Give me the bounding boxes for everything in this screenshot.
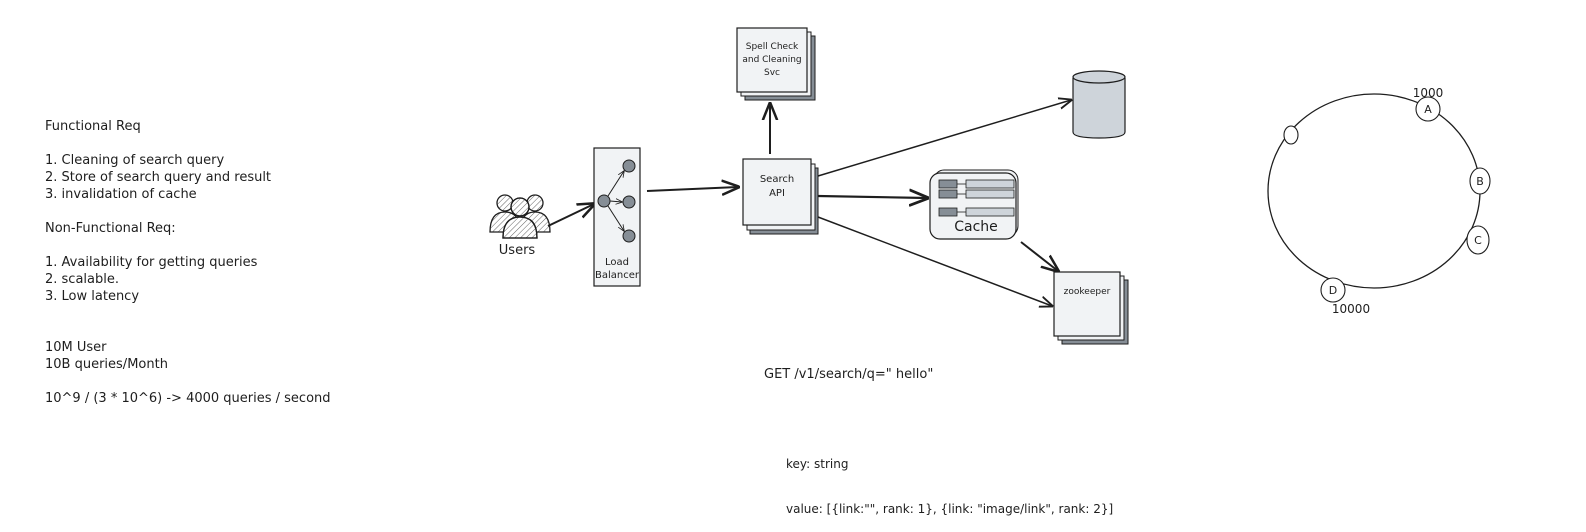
search-api — [742, 158, 819, 235]
ring-node-a — [1415, 96, 1441, 122]
cache-label: Cache — [954, 219, 998, 235]
users-icon — [489, 194, 551, 239]
nonfunctional-item: 1. Availability for getting queries — [45, 255, 258, 270]
cache-component — [929, 169, 1019, 240]
load-balancer — [593, 147, 641, 287]
arrow-search-to-cache — [817, 196, 927, 198]
cache-key-line: key: string — [786, 457, 849, 471]
zookeeper-label: zookeeper — [1064, 287, 1111, 297]
zookeeper-service — [1053, 271, 1129, 345]
cache-value-line: value: [{link:"", rank: 1}, {link: "imag… — [786, 502, 1114, 516]
spell-check-service — [736, 27, 816, 101]
nonfunctional-item: 2. scalable. — [45, 272, 119, 287]
nonfunctional-title: Non-Functional Req: — [45, 221, 176, 236]
ring-node-a-value: 1000 — [1413, 86, 1444, 100]
arrow-search-to-zookeeper — [817, 216, 1052, 306]
search-label-line2: API — [769, 188, 785, 199]
ring-node-d-label: D — [1329, 284, 1337, 297]
lb-label-line2: Balancer — [595, 270, 640, 281]
architecture-diagram: Users Load Balancer Spell Check and Clea… — [489, 27, 1491, 345]
ring-node-a-label: A — [1424, 103, 1432, 116]
functional-item: 2. Store of search query and result — [45, 170, 272, 185]
ring-node-c-label: C — [1474, 234, 1482, 247]
ring-node-b — [1469, 167, 1491, 195]
scale-queries: 10B queries/Month — [45, 357, 168, 372]
arrow-cache-to-zookeeper — [1020, 241, 1058, 271]
ring-node-c — [1466, 225, 1490, 255]
spell-label-line1: Spell Check — [746, 42, 799, 52]
spell-label-line2: and Cleaning — [742, 55, 801, 65]
lb-label-line1: Load — [605, 257, 629, 268]
functional-title: Functional Req — [45, 119, 141, 134]
requirements-notes: Functional Req 1. Cleaning of search que… — [45, 118, 331, 407]
ring-node-unlabeled — [1283, 125, 1299, 145]
api-request: GET /v1/search/q=" hello" — [764, 367, 934, 382]
ring-node-b-label: B — [1476, 175, 1484, 188]
cache-schema: key: string value: [{link:"", rank: 1}, … — [786, 427, 1113, 532]
database-icon — [1072, 70, 1126, 139]
arrow-users-to-lb — [547, 204, 594, 227]
functional-item: 1. Cleaning of search query — [45, 153, 225, 168]
qps-estimate: 10^9 / (3 * 10^6) -> 4000 queries / seco… — [45, 391, 331, 406]
search-label-line1: Search — [760, 174, 794, 185]
arrow-lb-to-search — [646, 187, 738, 191]
spell-label-line3: Svc — [764, 68, 780, 78]
users-label: Users — [499, 243, 536, 258]
nonfunctional-item: 3. Low latency — [45, 289, 140, 304]
hash-ring — [1267, 93, 1491, 303]
ring-node-d — [1320, 277, 1346, 303]
ring-node-d-value: 10000 — [1332, 302, 1370, 316]
functional-item: 3. invalidation of cache — [45, 187, 197, 202]
scale-users: 10M User — [45, 340, 107, 355]
arrow-search-to-db — [817, 100, 1071, 177]
